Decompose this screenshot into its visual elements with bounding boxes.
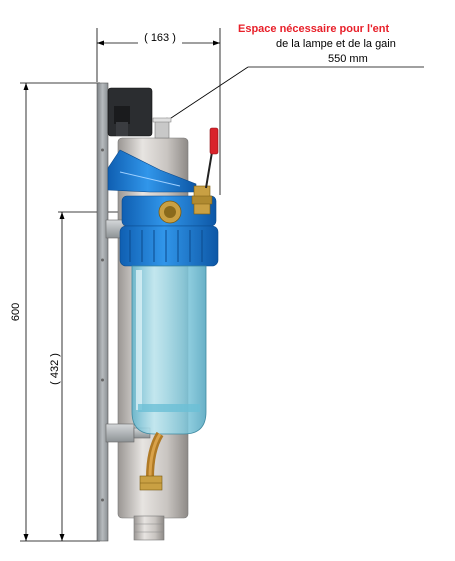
note-title: Espace nécessaire pour l'ent (238, 23, 390, 35)
filter-housing (119, 195, 219, 435)
dimension-height-partial: ( 432 ) (47, 211, 180, 541)
ball-valve[interactable] (191, 127, 219, 215)
wall-plate (96, 82, 109, 542)
dimension-height-total-label: 600 (10, 303, 22, 321)
dimension-width-label: ( 163 ) (144, 32, 176, 44)
mount-bracket-lower (105, 423, 151, 443)
clearance-note: Espace nécessaire pour l'ent de la lampe… (161, 23, 424, 125)
dimension-height-partial-label: ( 432 ) (49, 353, 61, 385)
note-line-3: 550 mm (328, 53, 368, 65)
brass-outlet (139, 431, 164, 491)
dimension-width: ( 163 ) (96, 28, 221, 195)
note-line-2: de la lampe et de la gain (276, 38, 396, 50)
dimension-height-total: 600 (10, 82, 100, 542)
lamp-connector (107, 87, 172, 139)
